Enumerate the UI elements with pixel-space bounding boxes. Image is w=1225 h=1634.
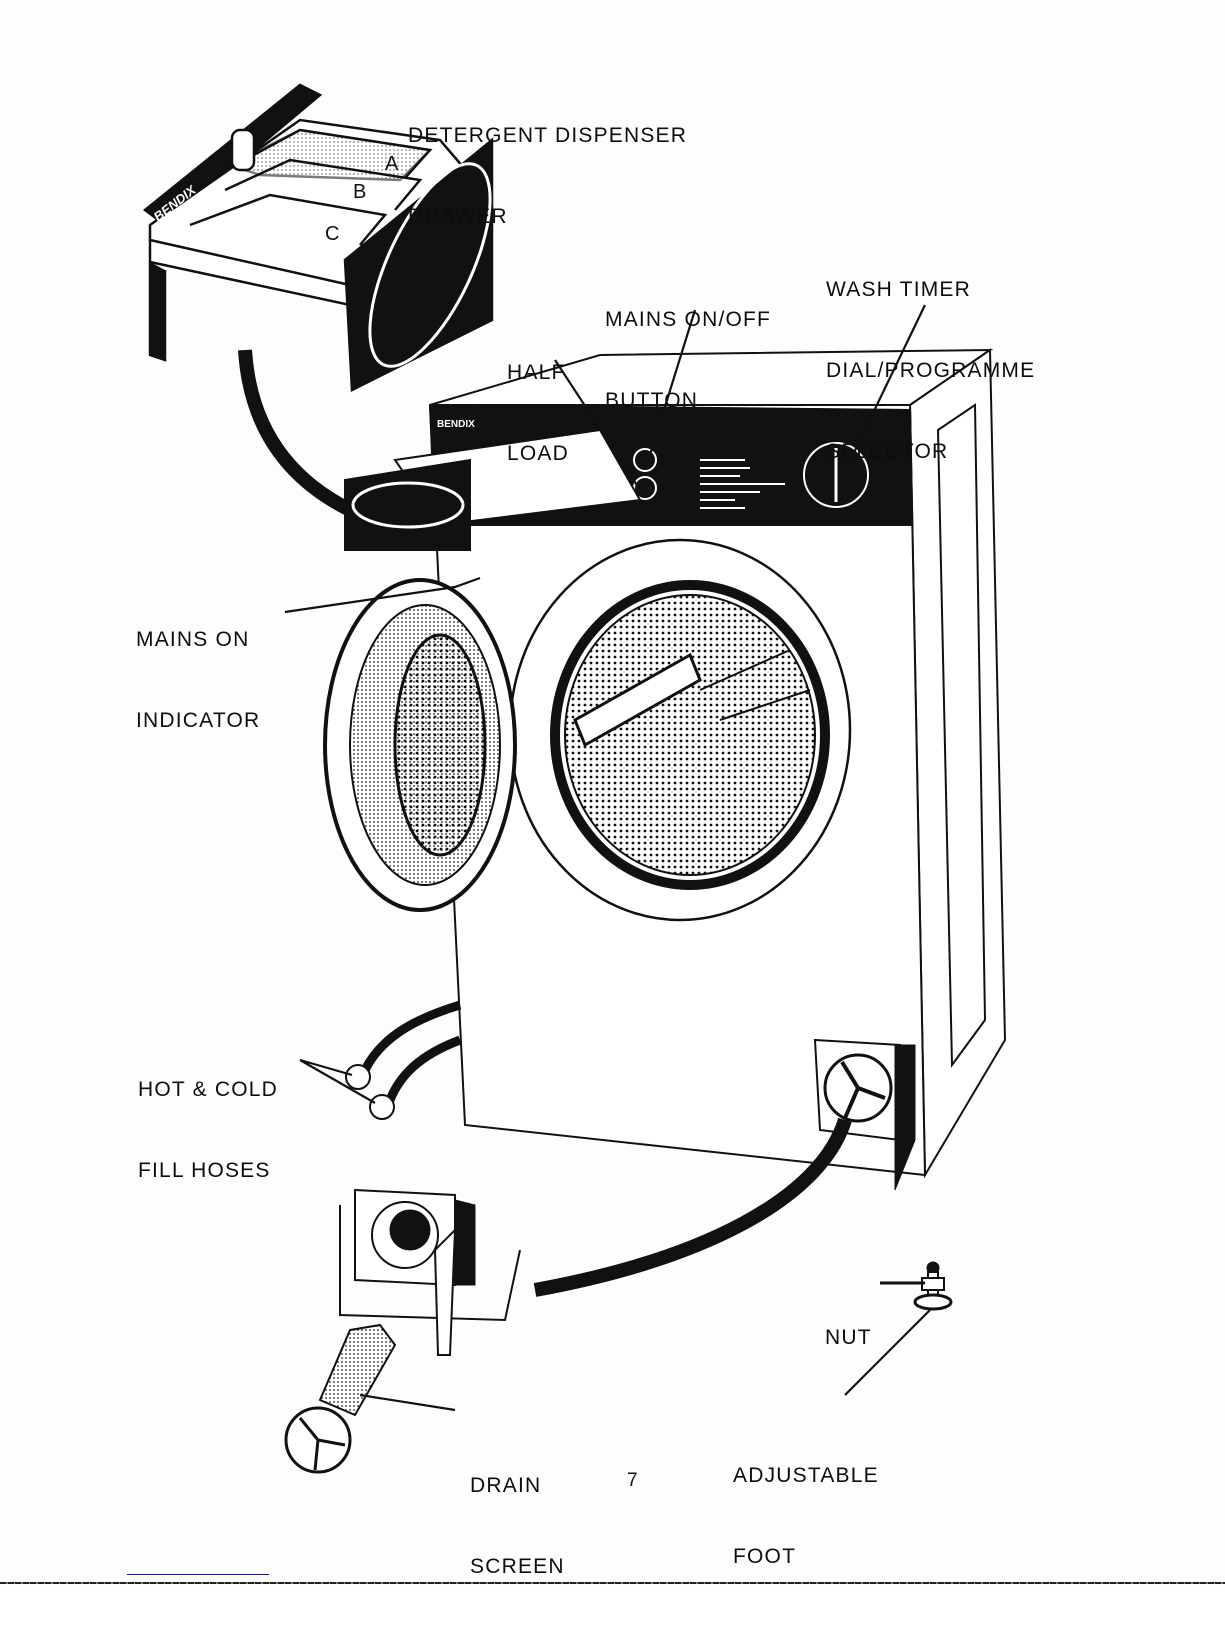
label-detergent-dispenser-drawer: DETERGENT DISPENSER DRAWER: [408, 68, 687, 284]
label-line: NUT: [825, 1326, 872, 1349]
label-hot-cold-fill-hoses: HOT & COLD FILL HOSES: [138, 1022, 278, 1238]
label-line: WASH TIMER: [826, 278, 972, 301]
footer-link-underline[interactable]: [127, 1574, 269, 1575]
label-line: ADJUSTABLE: [733, 1464, 879, 1487]
label-adjustable-foot: ADJUSTABLE FOOT: [733, 1408, 879, 1624]
label-line: DIAL/PROGRAMME: [826, 359, 1036, 382]
drain-hose: [533, 1117, 852, 1297]
label-drain-screen: DRAIN SCREEN: [470, 1418, 565, 1634]
label-line: HOT & COLD: [138, 1078, 278, 1101]
label-line: MAINS ON: [136, 628, 250, 651]
pump-cover: [813, 1038, 916, 1191]
leader-adjustable-foot: [844, 1309, 931, 1396]
drain-outlet-detail: [339, 1188, 521, 1356]
label-half-load: HALF LOAD: [507, 305, 569, 521]
detergent-drawer-detail: BENDIX: [142, 83, 494, 392]
leader-mains-indicator: [284, 576, 481, 614]
label-wash-timer-dial: WASH TIMER DIAL/PROGRAMME SELECTOR: [826, 222, 1035, 519]
label-line: MAINS ON/OFF: [605, 308, 772, 331]
machine-drawer: [344, 428, 642, 551]
washing-machine-illustration: BENDIX A B C BENDIX: [142, 83, 1007, 1474]
adjustable-foot: [913, 1261, 953, 1311]
label-line: DRAWER: [408, 205, 508, 228]
label-line: FOOT: [733, 1545, 797, 1568]
label-line: SELECTOR: [826, 440, 949, 463]
compartment-a-label: A: [385, 153, 399, 175]
leader-half-load: [554, 359, 641, 491]
drain-screen: [284, 1323, 397, 1474]
label-line: INDICATOR: [136, 709, 261, 732]
label-line: SCREEN: [470, 1555, 565, 1578]
page-number: 7: [627, 1470, 638, 1491]
compartment-c-label: C: [325, 223, 339, 245]
label-line: BUTTON: [605, 389, 699, 412]
drum-opening: [508, 538, 852, 922]
label-nut: NUT: [825, 1270, 872, 1405]
label-line: DRAIN: [470, 1474, 542, 1497]
footer-rule: [0, 1582, 1225, 1584]
label-line: DETERGENT DISPENSER: [408, 124, 688, 147]
brand-mark-panel: BENDIX: [437, 419, 475, 430]
label-line: HALF: [507, 361, 566, 384]
label-mains-on-indicator: MAINS ON INDICATOR: [136, 572, 260, 788]
fill-hoses: [345, 1000, 462, 1120]
label-line: FILL HOSES: [138, 1159, 271, 1182]
leader-wash-timer: [847, 304, 926, 466]
compartment-b-label: B: [353, 181, 366, 203]
leader-lines: [284, 304, 931, 1412]
open-door: [323, 578, 517, 912]
detail-arrow: [238, 349, 354, 517]
label-line: LOAD: [507, 442, 569, 465]
leader-fill-hoses: [299, 1058, 376, 1104]
manual-page: BENDIX A B C BENDIX: [0, 68, 1225, 1584]
leader-mains-onoff: [648, 309, 697, 456]
leader-drain-screen: [359, 1393, 456, 1412]
label-mains-on-off-button: MAINS ON/OFF BUTTON: [605, 252, 771, 468]
